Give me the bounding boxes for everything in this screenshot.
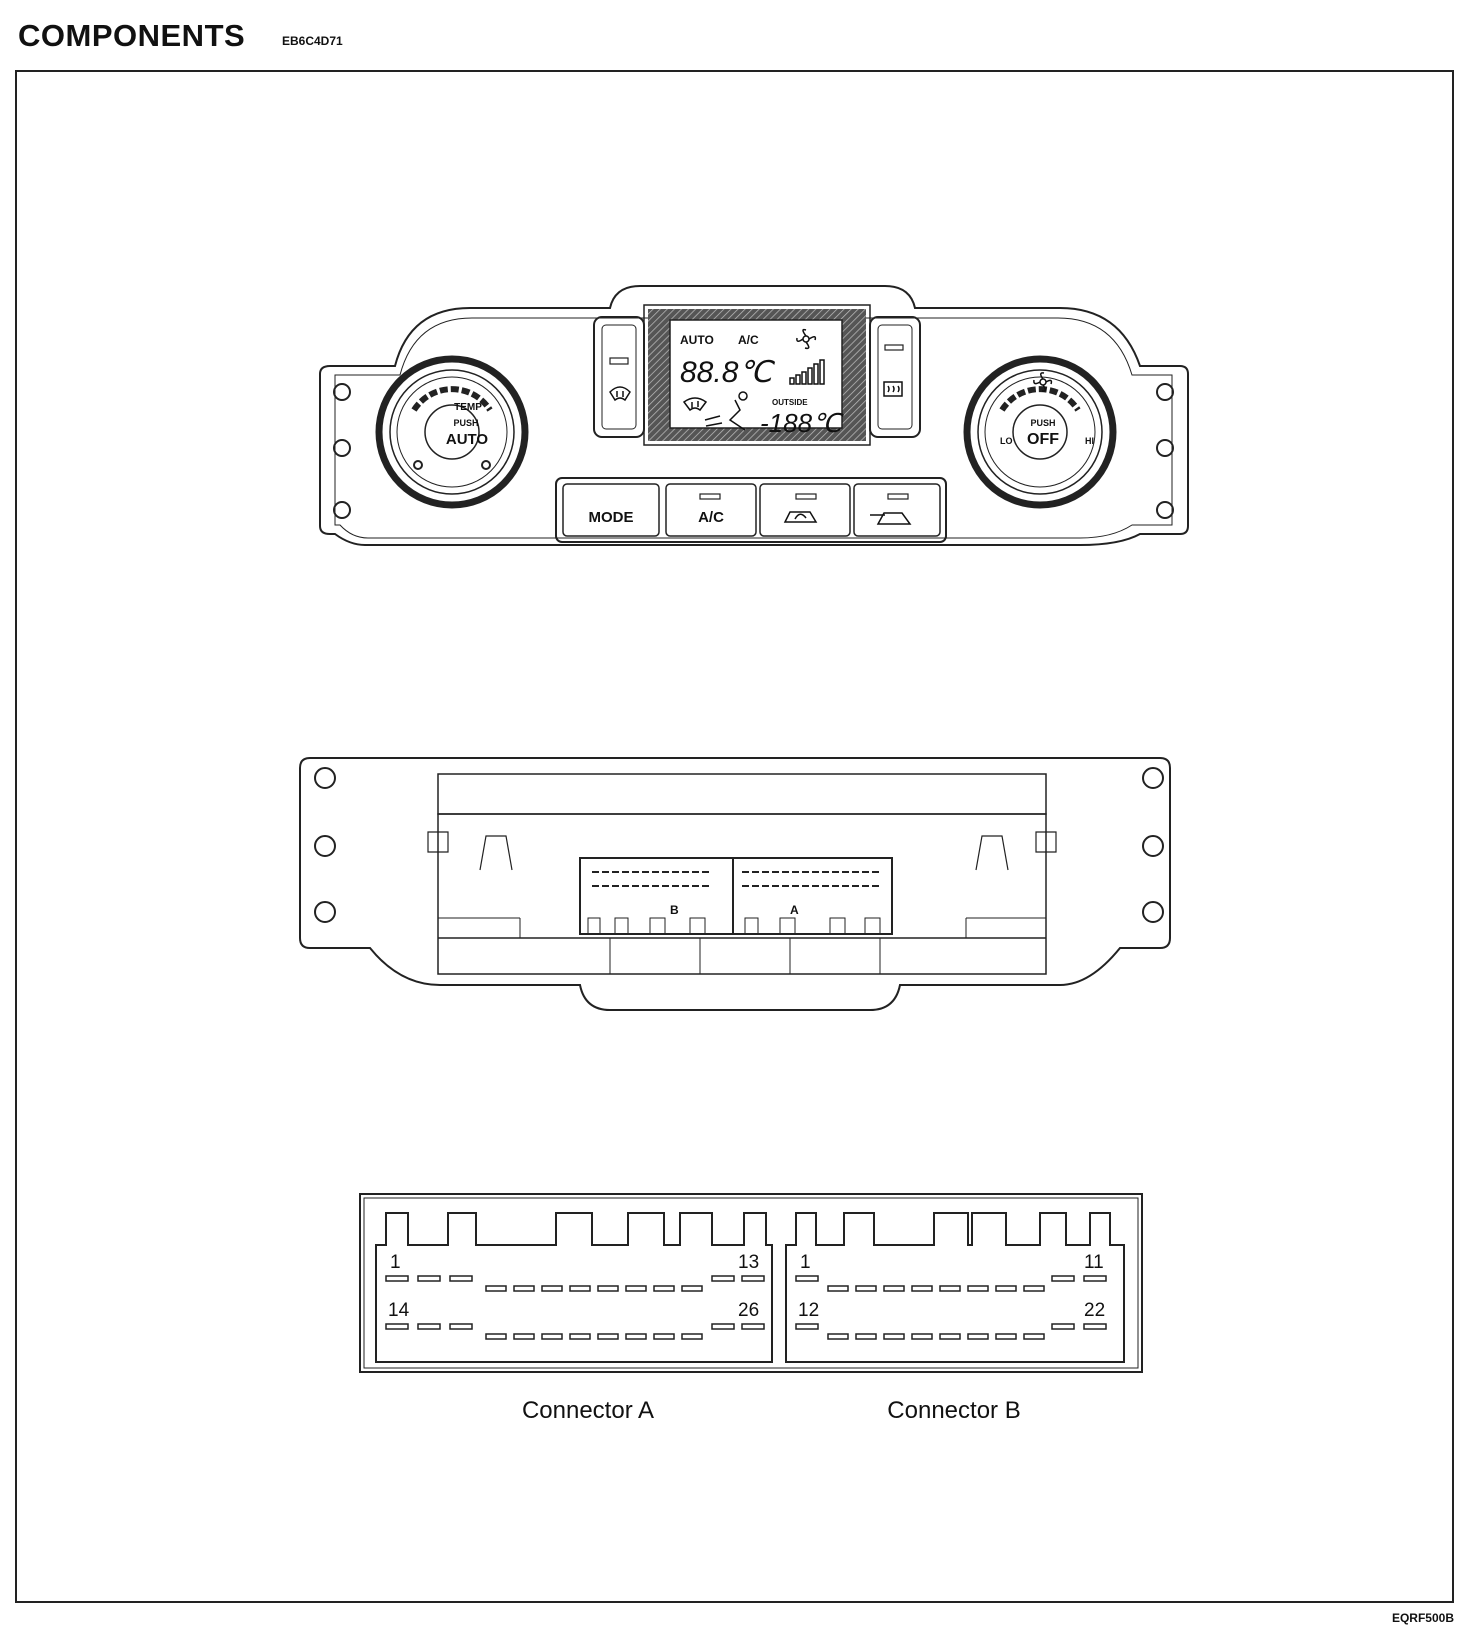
connector-a-body xyxy=(375,1212,773,1363)
connector-a-pin-14: 14 xyxy=(388,1300,410,1321)
housing-connector-a-label: A xyxy=(790,903,799,917)
off-knob-label: OFF xyxy=(1027,431,1059,448)
connector-b-pin-22: 22 xyxy=(1084,1300,1105,1321)
connector-b-pins-row-2 xyxy=(795,1323,1107,1340)
connector-a-caption: Connector A xyxy=(522,1397,654,1424)
defrost-icon xyxy=(682,397,708,412)
connector-b-pin-11: 11 xyxy=(1084,1252,1104,1273)
fan-symbol-icon xyxy=(1033,372,1053,392)
connector-b-pin-12: 12 xyxy=(798,1300,819,1321)
connector-b-body xyxy=(785,1212,1125,1363)
connector-a-pin-13: 13 xyxy=(738,1252,759,1273)
fan-icon xyxy=(796,328,817,350)
housing-connector-b-label: B xyxy=(670,903,679,917)
temp-label: TEMP xyxy=(454,402,482,413)
section-code: EB6C4D71 xyxy=(282,34,343,48)
auto-knob-label: AUTO xyxy=(446,431,489,448)
connector-b-pin-1: 1 xyxy=(800,1252,811,1273)
display-auto: AUTO xyxy=(680,333,714,347)
front-defrost-button-icon xyxy=(609,386,631,402)
blower-level-icon xyxy=(789,359,825,385)
connector-b-caption: Connector B xyxy=(887,1397,1020,1424)
connector-a-pin-1: 1 xyxy=(390,1252,401,1273)
display-ac: A/C xyxy=(738,333,759,347)
display-temp-digits: 88.8℃ xyxy=(680,356,775,389)
right-push-label: PUSH xyxy=(1030,418,1055,428)
hi-label: HI xyxy=(1085,436,1094,446)
page-title: COMPONENTS xyxy=(18,18,246,53)
connector-a-pins-row-2 xyxy=(385,1323,765,1340)
fan-off-knob xyxy=(963,355,1117,509)
display-outside-label: OUTSIDE xyxy=(772,398,808,407)
display-outside-digits: -188℃ xyxy=(760,408,844,438)
mode-button-label: MODE xyxy=(589,509,634,526)
connector-a-pins-row-1 xyxy=(385,1275,765,1292)
rear-defrost-button-icon xyxy=(883,381,903,397)
climate-control-front-panel xyxy=(319,285,1189,546)
ac-button-label: A/C xyxy=(698,509,724,526)
connector-pinout-diagram xyxy=(359,1193,1143,1373)
lo-label: LO xyxy=(1000,436,1013,446)
figure-id: EQRF500B xyxy=(1391,1611,1454,1625)
vent-person-icon xyxy=(704,391,748,431)
connector-a-pin-26: 26 xyxy=(738,1300,759,1321)
climate-control-rear-housing xyxy=(299,757,1171,1011)
connector-b-pins-row-1 xyxy=(795,1275,1107,1292)
temp-auto-knob xyxy=(375,355,529,509)
fresh-air-icon xyxy=(870,512,912,525)
left-push-label: PUSH xyxy=(453,418,478,428)
recirculate-icon xyxy=(783,511,818,523)
figure-frame xyxy=(15,70,1454,1603)
